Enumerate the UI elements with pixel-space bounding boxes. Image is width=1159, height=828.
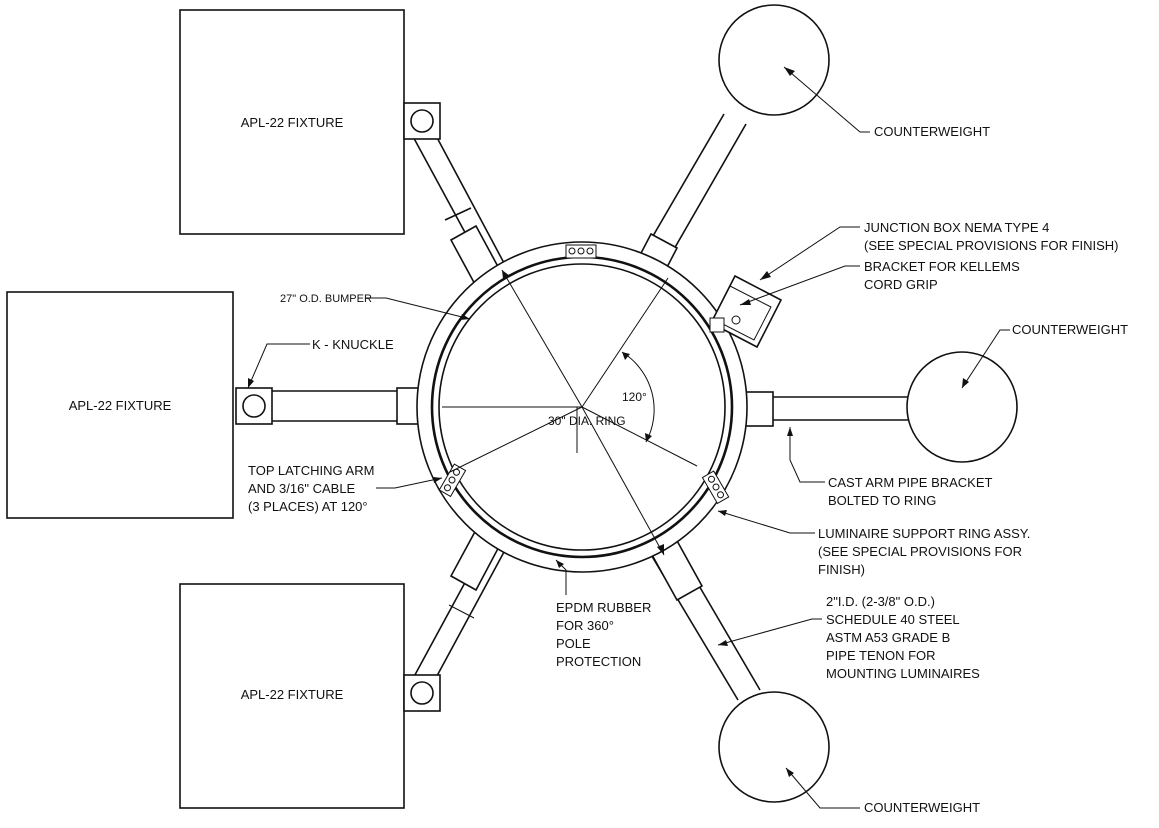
- angle-label: 120°: [622, 390, 647, 404]
- counterweight-label: COUNTERWEIGHT: [1012, 322, 1128, 337]
- arm-lower-left: [409, 526, 505, 699]
- fixture-top: APL-22 FIXTURE: [179, 9, 441, 235]
- k-knuckle-square: [403, 102, 441, 140]
- epdm-label-4: PROTECTION: [556, 654, 641, 669]
- arm-lower-right: [649, 537, 761, 701]
- tenon-label-1: 2"I.D. (2-3/8" O.D.): [826, 594, 935, 609]
- fixture-middle: APL-22 FIXTURE: [6, 291, 273, 519]
- tenon-label-2: SCHEDULE 40 STEEL: [826, 612, 960, 627]
- counterweight-label: COUNTERWEIGHT: [874, 124, 990, 139]
- junction-box-label-1: JUNCTION BOX NEMA TYPE 4: [864, 220, 1049, 235]
- counterweight-label: COUNTERWEIGHT: [864, 800, 980, 815]
- ring-circle-inner: [438, 263, 726, 551]
- epdm-label-1: EPDM RUBBER: [556, 600, 651, 615]
- support-ring-label-2: (SEE SPECIAL PROVISIONS FOR: [818, 544, 1022, 559]
- leader-lines: [247, 66, 1010, 809]
- dimension-lines: [442, 269, 698, 556]
- bracket-label-1: BRACKET FOR KELLEMS: [864, 259, 1020, 274]
- cast-arm-label-1: CAST ARM PIPE BRACKET: [828, 475, 993, 490]
- counterweight-bottom: [718, 691, 830, 803]
- fixture-bottom: APL-22 FIXTURE: [179, 583, 441, 809]
- fixture-label: APL-22 FIXTURE: [241, 687, 344, 702]
- tenon-label-5: MOUNTING LUMINAIRES: [826, 666, 980, 681]
- epdm-label-3: POLE: [556, 636, 591, 651]
- latching-clips: [438, 244, 730, 505]
- arm-upper-left: [409, 116, 505, 290]
- bracket-label-2: CORD GRIP: [864, 277, 938, 292]
- counterweight-right: [906, 351, 1018, 463]
- tenon-label-4: PIPE TENON FOR: [826, 648, 936, 663]
- bumper-label: 27" O.D. BUMPER: [280, 293, 372, 305]
- arm-right: [730, 391, 912, 427]
- junction-box: [709, 274, 783, 349]
- latching-arm-label-3: (3 PLACES) AT 120°: [248, 499, 368, 514]
- fixture-label: APL-22 FIXTURE: [69, 398, 172, 413]
- support-ring-label-3: FINISH): [818, 562, 865, 577]
- latching-arm-label-2: AND 3/16" CABLE: [248, 481, 356, 496]
- counterweight-top: [718, 4, 830, 116]
- k-knuckle-square: [403, 674, 441, 712]
- k-knuckle-label: K - KNUCKLE: [312, 337, 394, 352]
- latching-arm-label-1: TOP LATCHING ARM: [248, 463, 374, 478]
- epdm-label-2: FOR 360°: [556, 618, 614, 633]
- cast-arm-label-2: BOLTED TO RING: [828, 493, 936, 508]
- ring-dia-label: 30" DIA. RING: [548, 414, 626, 428]
- junction-box-label-2: (SEE SPECIAL PROVISIONS FOR FINISH): [864, 238, 1119, 253]
- tenon-label-3: ASTM A53 GRADE B: [826, 630, 950, 645]
- k-knuckle-square: [235, 387, 273, 425]
- support-ring-label-1: LUMINAIRE SUPPORT RING ASSY.: [818, 526, 1030, 541]
- arm-middle: [272, 387, 436, 425]
- fixture-label: APL-22 FIXTURE: [241, 115, 344, 130]
